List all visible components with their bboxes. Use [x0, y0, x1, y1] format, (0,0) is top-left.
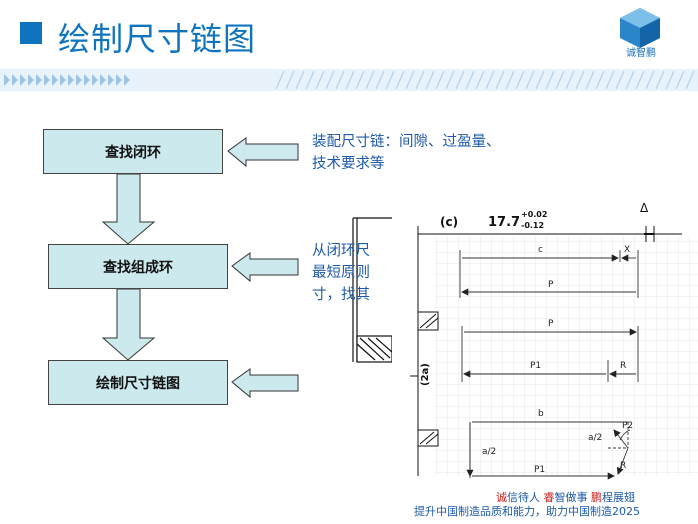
- down-arrow-1: [101, 173, 156, 245]
- slogan-part-1: 信待人: [507, 491, 544, 504]
- note2-line3: 寸，找其: [312, 287, 370, 303]
- label-a-half-1: a/2: [482, 447, 496, 457]
- label-r-2: R: [620, 461, 626, 471]
- label-p1-2: P1: [534, 465, 545, 475]
- label-a-half-2: a/2: [588, 433, 602, 443]
- header-stripe: [0, 69, 698, 91]
- label-x: X: [624, 245, 630, 255]
- label-r-1: R: [620, 361, 626, 371]
- title-square-bullet: [20, 22, 42, 44]
- label-p-2: P: [548, 319, 554, 329]
- partial-part-drawing: [352, 217, 393, 363]
- note2-line2: 最短原则: [312, 265, 370, 281]
- note1-line2: 技术要求等: [312, 156, 385, 172]
- flow-step-find-component-links: 查找组成环: [48, 244, 228, 289]
- logo-text: 诚智鹏: [626, 48, 656, 59]
- label-p1-1: P1: [530, 361, 541, 371]
- left-arrow-2: [231, 252, 299, 283]
- label-c: (c): [440, 215, 458, 229]
- label-c-small: c: [538, 245, 543, 255]
- flow-step-draw-chain-diagram: 绘制尺寸链图: [48, 360, 228, 405]
- tolerance-lower: -0.12: [521, 221, 544, 230]
- note-assembly-chain: 装配尺寸链：间隙、过盈量、 技术要求等: [312, 131, 501, 175]
- note2-line1: 从闭环尺: [312, 243, 370, 259]
- label-b: b: [538, 409, 544, 419]
- flow-step-find-closing-link: 查找闭环: [43, 129, 223, 174]
- label-p2: P2: [622, 421, 633, 431]
- dimension-value: 17.7: [488, 215, 520, 230]
- logo-icon: [620, 8, 660, 48]
- down-arrow-2: [101, 288, 156, 361]
- note1-line1: 装配尺寸链：间隙、过盈量、: [312, 134, 501, 150]
- note-closing-link-rule: 从闭环尺 最短原则 寸，找其: [312, 240, 370, 306]
- slogan-part-2: 智做事: [554, 491, 591, 504]
- left-arrow-1: [227, 137, 299, 168]
- left-arrow-3: [231, 368, 299, 399]
- dimension-chain-drawing: (c) 17.7 +0.02 -0.12 Δ (2a): [392, 186, 698, 488]
- slogan-char-rui: 睿: [543, 491, 555, 504]
- label-p-1: P: [548, 280, 554, 290]
- tolerance-upper: +0.02: [521, 210, 547, 219]
- delta-symbol: Δ: [640, 201, 649, 215]
- label-2a: (2a): [420, 363, 431, 386]
- footer-slogan-2: 提升中国制造品质和能力，助力中国制造2025: [414, 505, 640, 518]
- slogan-char-peng: 鹏: [591, 491, 602, 504]
- slogan-part-3: 程展翅: [602, 491, 635, 504]
- slogan-char-cheng: 诚: [496, 491, 507, 504]
- footer-slogan-1: 诚信待人 睿智做事 鹏程展翅: [496, 489, 635, 505]
- page-title: 绘制尺寸链图: [58, 20, 257, 58]
